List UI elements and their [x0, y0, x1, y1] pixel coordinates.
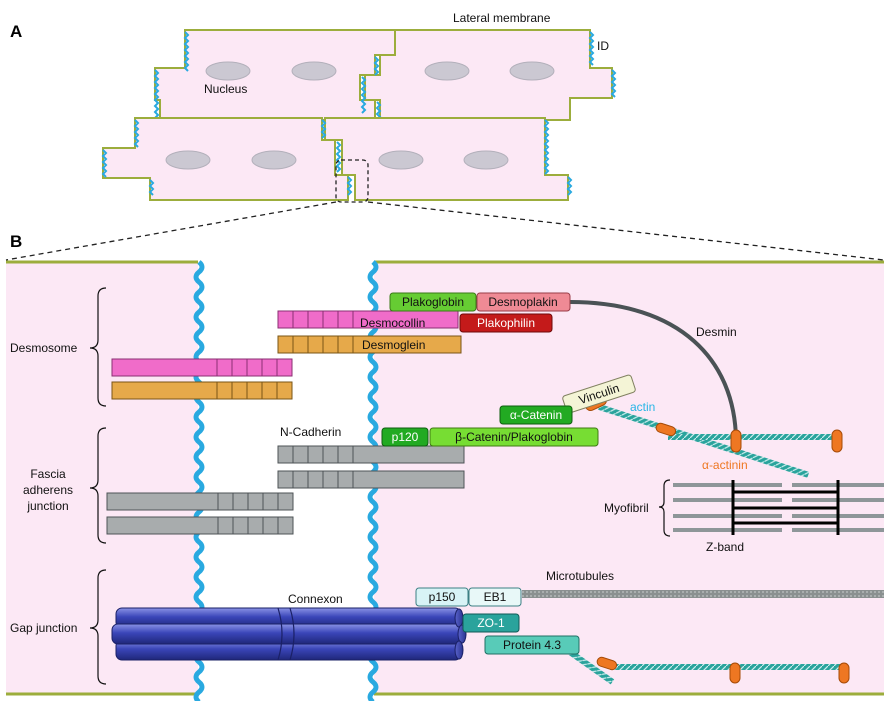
- p150-label: p150: [429, 590, 456, 604]
- nucleus-5: [165, 150, 211, 170]
- nucleus-6: [251, 150, 297, 170]
- desmoplakin-label: Desmoplakin: [488, 295, 557, 309]
- lateral-membrane-label: Lateral membrane: [453, 11, 551, 25]
- p120-box: [381, 427, 429, 447]
- alpha-catenin-label: α-Catenin: [510, 408, 562, 422]
- nucleus-7: [378, 150, 424, 170]
- nucleus-3: [424, 61, 470, 81]
- desmoplakin-box: [476, 292, 571, 312]
- protein43-box: [484, 635, 580, 655]
- connexon: [111, 607, 467, 661]
- actin-filament-bottom: [610, 664, 846, 670]
- alpha-actinin-label: α-actinin: [702, 458, 748, 472]
- id-zigzag-bottom: [101, 119, 573, 196]
- zoom-box: [335, 159, 369, 203]
- desmocollin-rod-left: [111, 358, 293, 377]
- cell-top-left: [154, 29, 396, 121]
- plakophilin-box: [459, 313, 553, 333]
- cadherin-rods: [106, 310, 465, 535]
- id-zigzag-top-left: [153, 69, 160, 119]
- z-band-label: Z-band: [706, 540, 744, 554]
- actin-filament-upper: [598, 404, 810, 478]
- zoom-line-left: [5, 201, 337, 261]
- n-cadherin-rod-right-1: [277, 445, 465, 464]
- nucleus-2: [291, 61, 337, 81]
- cell-top-right: [364, 29, 613, 121]
- cell-bottom-right: [324, 117, 569, 201]
- nucleus-4: [509, 61, 555, 81]
- desmocollin-label: Desmocollin: [360, 316, 425, 330]
- nucleus-1: [205, 61, 251, 81]
- desmin-filament: [569, 300, 738, 441]
- group-fascia-label-2: adherens: [23, 483, 73, 497]
- actin-filament-lower: [668, 434, 838, 440]
- group-brackets: [89, 287, 107, 685]
- vinculin-box: [562, 374, 636, 414]
- panel-a-letter: A: [10, 22, 22, 41]
- eb1-label: EB1: [484, 590, 507, 604]
- n-cadherin-rod-right-2: [277, 470, 465, 489]
- microtubules-label: Microtubules: [546, 569, 614, 583]
- n-cadherin-rod-left-2: [106, 516, 294, 535]
- actin-label: actin: [630, 400, 655, 414]
- desmin-label: Desmin: [696, 325, 737, 339]
- actin-filament-zo1: [561, 645, 615, 685]
- zoom-line-right: [367, 201, 885, 261]
- desmoglein-label: Desmoglein: [362, 338, 425, 352]
- plakophilin-label: Plakophilin: [477, 316, 535, 330]
- beta-catenin-label: β-Catenin/Plakoglobin: [455, 430, 573, 444]
- group-desmosome-label: Desmosome: [10, 341, 78, 355]
- alpha-catenin-box: [499, 405, 573, 425]
- group-gap-label: Gap junction: [10, 621, 77, 635]
- zo1-box: [462, 613, 520, 633]
- connexon-label: Connexon: [288, 592, 343, 606]
- protein-boxes: [381, 292, 636, 655]
- desmoglein-rod-right: [277, 335, 462, 354]
- id-zigzag-top-right: [588, 31, 617, 98]
- protein43-label: Protein 4.3: [503, 638, 561, 652]
- id-zigzag-top-mid: [183, 31, 382, 121]
- microtubule: [522, 590, 884, 598]
- cell-row-top: [153, 29, 617, 121]
- plakoglobin-box: [389, 292, 477, 312]
- eb1-box: [468, 587, 522, 607]
- myofibril: [658, 479, 884, 537]
- nucleus-label: Nucleus: [204, 82, 247, 96]
- n-cadherin-rod-left-1: [106, 492, 294, 511]
- p120-label: p120: [392, 430, 419, 444]
- desmoglein-rod-left: [111, 381, 293, 400]
- nucleus-8: [463, 150, 509, 170]
- n-cadherin-label: N-Cadherin: [280, 425, 341, 439]
- group-fascia-label-1: Fascia: [30, 467, 66, 481]
- cell-bottom-left: [102, 117, 349, 201]
- p150-box: [415, 587, 469, 607]
- desmocollin-rod-right: [277, 310, 459, 329]
- id-label: ID: [597, 39, 609, 53]
- microtubule-texture: [522, 591, 884, 597]
- zo1-label: ZO-1: [477, 616, 505, 630]
- plakoglobin-label: Plakoglobin: [402, 295, 464, 309]
- beta-catenin-box: [429, 427, 599, 447]
- panel-b-letter: B: [10, 232, 22, 251]
- group-fascia-label-3: junction: [26, 499, 68, 513]
- myofibril-label: Myofibril: [604, 501, 649, 515]
- cell-row-bottom: [101, 117, 573, 201]
